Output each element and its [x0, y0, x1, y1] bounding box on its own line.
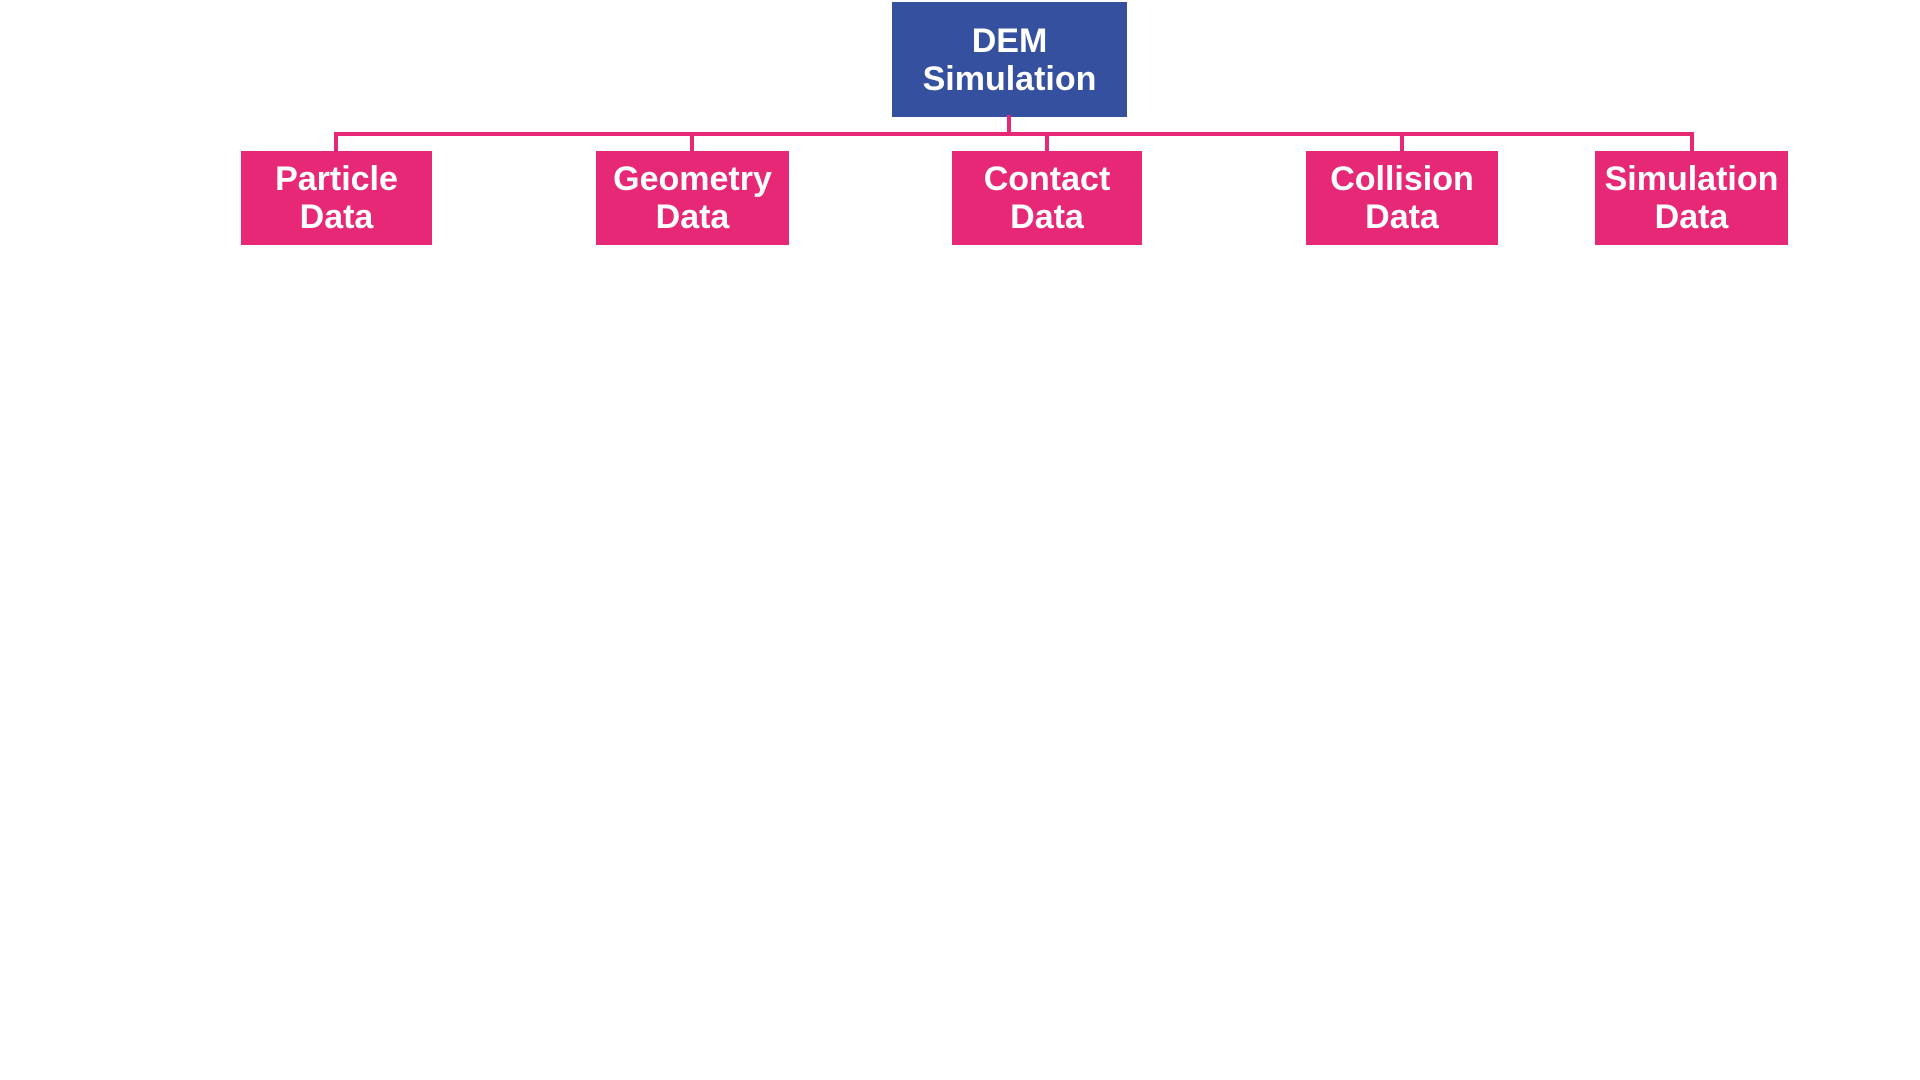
node-simulation-data-label: Simulation Data [1604, 160, 1779, 236]
node-collision-data-label: Collision Data [1330, 160, 1474, 236]
connector-drop-contact-data [1045, 132, 1049, 153]
connector-drop-geometry-data [690, 132, 694, 153]
connector-horizontal-rail [334, 132, 1694, 136]
connector-drop-collision-data [1400, 132, 1404, 153]
node-particle-data: Particle Data [241, 151, 432, 245]
node-dem-simulation: DEM Simulation [892, 2, 1127, 117]
node-simulation-data: Simulation Data [1595, 151, 1788, 245]
node-contact-data-label: Contact Data [983, 160, 1111, 236]
node-contact-data: Contact Data [952, 151, 1142, 245]
node-collision-data: Collision Data [1306, 151, 1498, 245]
node-geometry-data-label: Geometry Data [613, 160, 772, 236]
node-dem-simulation-label: DEM Simulation [922, 21, 1097, 98]
node-particle-data-label: Particle Data [275, 160, 398, 236]
connector-root-stub [1007, 115, 1011, 136]
connector-drop-particle-data [334, 132, 338, 153]
node-geometry-data: Geometry Data [596, 151, 789, 245]
connector-drop-simulation-data [1690, 132, 1694, 153]
